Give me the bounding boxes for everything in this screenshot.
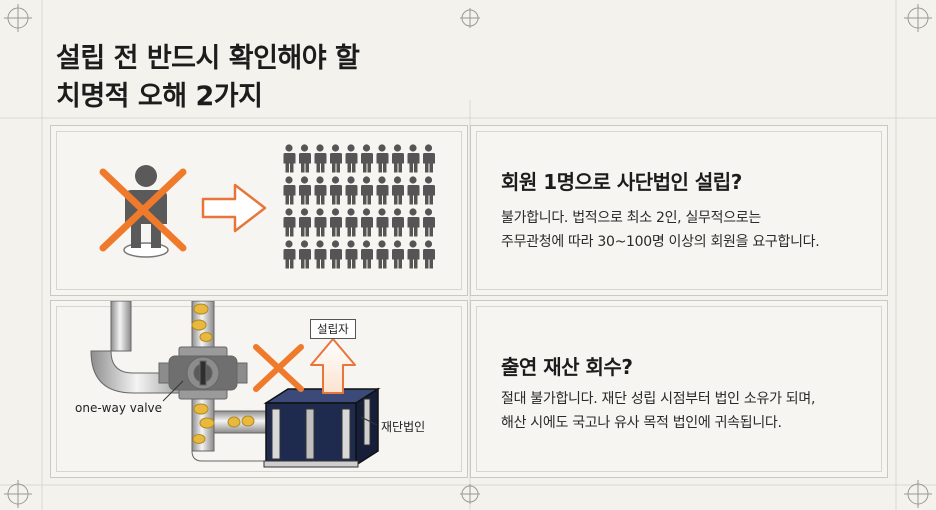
- crowd-person-icon: [361, 240, 373, 269]
- crowd-person-icon: [283, 144, 296, 173]
- crowd-person-icon: [423, 176, 435, 205]
- crowd-person-icon: [407, 176, 420, 205]
- crowd-person-icon: [314, 240, 327, 269]
- crowd-person-icon: [299, 240, 311, 269]
- page-title-line-1: 설립 전 반드시 확인해야 할: [56, 43, 360, 74]
- question-2-answer: 절대 불가합니다. 재단 성립 시점부터 법인 소유가 되며, 해산 시에도 국…: [501, 387, 815, 435]
- page-title: 설립 전 반드시 확인해야 할 치명적 오해 2가지: [56, 40, 360, 116]
- founder-label: 설립자: [310, 319, 356, 339]
- coin-icons: [191, 303, 255, 444]
- crowd-person-icon: [299, 176, 311, 205]
- crowd-person-icon: [407, 240, 420, 269]
- question-2-answer-line-2: 해산 시에도 국고나 유사 목적 법인에 귀속됩니다.: [501, 415, 782, 431]
- arrow-up-icon: [310, 338, 356, 394]
- crowd-person-icon: [314, 176, 327, 205]
- crowd-person-icon: [361, 144, 373, 173]
- crowd-person-icon: [392, 240, 404, 269]
- question-1-answer-line-2: 주무관청에 따라 30~100명 이상의 회원을 요구합니다.: [501, 234, 820, 250]
- question-2-answer-line-1: 절대 불가합니다. 재단 성립 시점부터 법인 소유가 되며,: [501, 391, 816, 407]
- question-1-answer-line-1: 불가합니다. 법적으로 최소 2인, 실무적으로는: [501, 210, 761, 226]
- question-card-2: 출연 재산 회수? 절대 불가합니다. 재단 성립 시점부터 법인 소유가 되며…: [470, 300, 888, 478]
- crowd-person-icon: [314, 144, 327, 173]
- crowd-person-icon: [407, 144, 420, 173]
- crowd-person-icon: [345, 208, 358, 237]
- crowd-person-icon: [345, 240, 358, 269]
- cross-mark-icon: [99, 168, 187, 252]
- crowd-person-icon: [392, 144, 404, 173]
- foundation-box-icon: [263, 387, 381, 468]
- question-1-title: 회원 1명으로 사단법인 설립?: [501, 170, 742, 194]
- arrow-right-icon: [201, 183, 267, 233]
- asset-illustration-panel: 설립자 one-way valve 재단법인: [50, 300, 468, 478]
- crowd-person-icon: [283, 208, 296, 237]
- cross-mark-icon: [253, 344, 304, 392]
- crowd-person-icon: [299, 208, 311, 237]
- crowd-person-icon: [376, 208, 389, 237]
- page-title-line-2: 치명적 오해 2가지: [56, 81, 263, 112]
- crowd-person-icon: [392, 176, 404, 205]
- crowd-person-icon: [376, 144, 389, 173]
- crowd-person-icon: [361, 176, 373, 205]
- crowd-person-icon: [330, 176, 342, 205]
- crowd-person-icon: [330, 144, 342, 173]
- question-card-1: 회원 1명으로 사단법인 설립? 불가합니다. 법적으로 최소 2인, 실무적으…: [470, 125, 888, 296]
- crosshair-marks: [4, 4, 932, 508]
- people-grid-icon: [283, 144, 435, 269]
- crowd-person-icon: [330, 208, 342, 237]
- crowd-person-icon: [376, 176, 389, 205]
- member-illustration-panel: [50, 125, 468, 296]
- crowd-person-icon: [423, 240, 435, 269]
- pipe-system: [90, 301, 277, 462]
- crowd-person-icon: [299, 144, 311, 173]
- crowd-person-icon: [283, 240, 296, 269]
- crowd-person-icon: [423, 208, 435, 237]
- crowd-person-icon: [407, 208, 420, 237]
- crowd-person-icon: [376, 240, 389, 269]
- question-2-title: 출연 재산 회수?: [501, 355, 633, 379]
- crowd-person-icon: [392, 208, 404, 237]
- foundation-label: 재단법인: [381, 420, 426, 434]
- crowd-person-icon: [345, 176, 358, 205]
- crowd-person-icon: [361, 208, 373, 237]
- crowd-person-icon: [345, 144, 358, 173]
- crowd-person-icon: [283, 176, 296, 205]
- crowd-person-icon: [330, 240, 342, 269]
- crowd-person-icon: [423, 144, 435, 173]
- member-illustration: [99, 144, 435, 269]
- crowd-person-icon: [314, 208, 327, 237]
- question-1-answer: 불가합니다. 법적으로 최소 2인, 실무적으로는 주무관청에 따라 30~10…: [501, 206, 820, 254]
- one-way-valve-label: one-way valve: [75, 401, 163, 415]
- asset-illustration: [90, 301, 381, 468]
